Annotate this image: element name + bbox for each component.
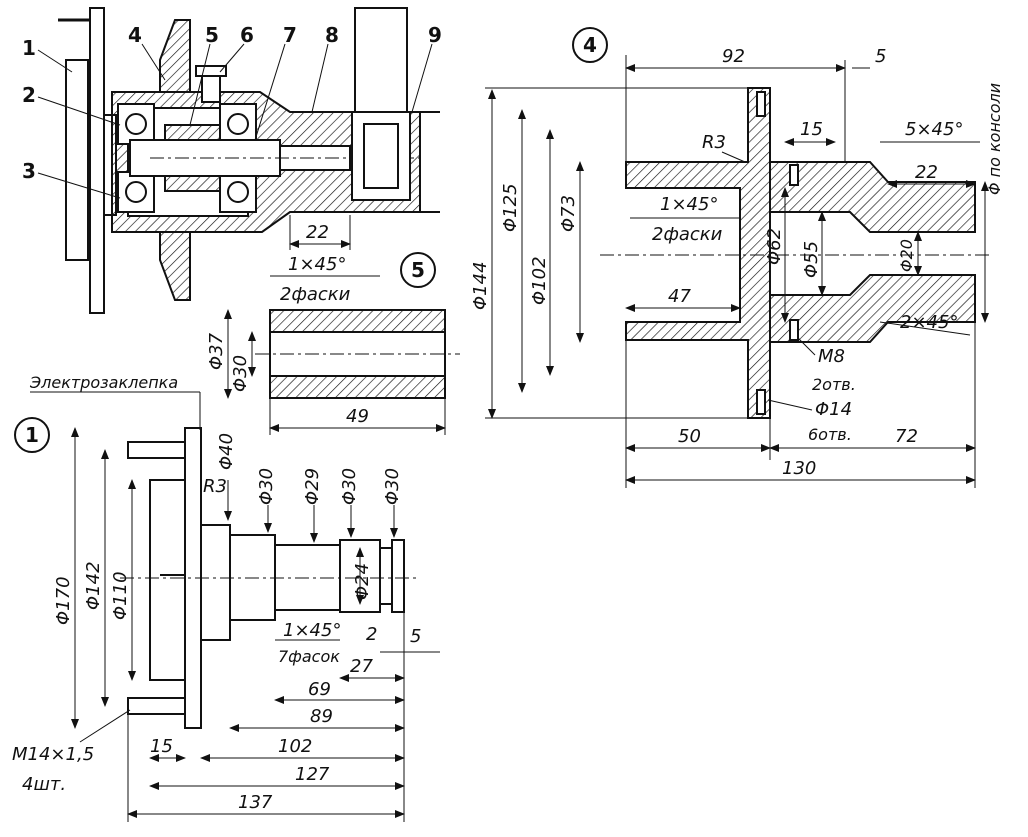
view-1-dim-5: 5 [410,626,421,647]
view-4-dim-50: 50 [678,426,701,447]
assembly-section-view: 1 2 3 4 5 6 7 8 9 22 [22,7,442,314]
view-4-hub-section: 4 Φ144 Φ125 Φ102 Φ73 Φ62 Φ55 Φ20 Φ по ко… [470,27,1004,488]
view-1-thread-m14: M14×1,5 [12,744,94,765]
view-4-hole-d14: Φ14 [815,399,852,420]
view-5-bushing-section: 5 1×45° 2фаски Φ37 Φ30 49 [206,252,460,435]
assembly-part-label-2: 2 [22,83,36,107]
view-5-chamfer-1x45: 1×45° [288,254,346,275]
assembly-part-label-3: 3 [22,159,36,183]
view-4-dim-d102: Φ102 [529,256,550,305]
view-4-dim-d55: Φ55 [801,241,822,278]
view-1-dim-d24: Φ24 [352,563,373,600]
view-4-chamfer-1x45: 1×45° [660,194,718,215]
view-1-dim-d142: Φ142 [83,561,104,610]
assembly-part-label-8: 8 [325,23,339,47]
view-4-dim-d62: Φ62 [764,228,785,265]
view-5-number: 5 [411,258,425,282]
view-1-dim-27: 27 [350,656,373,677]
assembly-part-label-9: 9 [428,23,442,47]
view-4-thread-m8: M8 [818,346,845,367]
view-4-holes-2: 2отв. [812,375,856,394]
assembly-part-label-1: 1 [22,36,36,60]
view-1-dim-d40: Φ40 [216,433,237,470]
view-4-dim-d73: Φ73 [558,195,579,232]
view-1-dim-d30-c: Φ30 [382,468,403,505]
assembly-part-label-5: 5 [205,23,219,47]
view-4-number: 4 [583,33,597,57]
view-1-radius-r3: R3 [203,476,227,497]
assembly-part-label-7: 7 [283,23,297,47]
view-1-weld-note: Электрозаклепка [29,373,178,392]
view-4-dim-22: 22 [915,162,938,183]
view-4-chamfer-5x45: 5×45° [905,119,963,140]
view-1-dim-d29: Φ29 [302,468,323,505]
view-1-number: 1 [25,423,39,447]
view-4-dim-72: 72 [895,426,918,447]
view-1-dim-d170: Φ170 [53,576,74,625]
view-1-dim-d30-a: Φ30 [256,468,277,505]
view-4-dim-92: 92 [722,46,745,67]
view-4-dim-15: 15 [800,119,823,140]
view-1-dim-2: 2 [366,624,377,645]
assembly-dim-22: 22 [306,222,329,243]
view-1-dim-d30-b: Φ30 [339,468,360,505]
view-4-dim-d144: Φ144 [470,261,491,310]
view-5-dim-d30: Φ30 [230,355,251,392]
view-1-chamfer-1x45: 1×45° [283,620,341,641]
view-5-chamfers-2: 2фаски [280,284,351,305]
view-5-dim-49: 49 [346,406,369,427]
view-1-dim-15: 15 [150,736,173,757]
view-1-dim-89: 89 [310,706,333,727]
view-1-dim-127: 127 [295,764,330,785]
view-4-chamfer-2x45: 2×45° [900,312,958,333]
assembly-part-label-4: 4 [128,23,142,47]
view-1-axle-flange: 1 Электрозаклепка Φ40 R3 Φ30 Φ29 Φ30 Φ30… [12,373,440,822]
view-1-dim-102: 102 [278,736,312,757]
view-4-dim-console: Φ по консоли [985,83,1004,195]
view-4-dim-d125: Φ125 [500,183,521,232]
view-4-dim-5: 5 [875,46,886,67]
view-1-dim-d110: Φ110 [110,571,131,620]
view-1-qty-4: 4шт. [22,774,66,795]
view-5-dim-d37: Φ37 [206,332,227,370]
view-4-dim-d20: Φ20 [897,239,916,272]
assembly-part-label-6: 6 [240,23,254,47]
view-1-dim-137: 137 [238,792,273,813]
view-4-radius-r3: R3 [702,132,726,153]
view-1-chamfers-7: 7фасок [278,647,340,666]
view-4-dim-130: 130 [782,458,816,479]
view-4-chamfers-2: 2фаски [652,224,723,245]
view-1-dim-69: 69 [308,679,331,700]
view-4-dim-47: 47 [668,286,691,307]
view-4-holes-6: 6отв. [808,425,852,444]
